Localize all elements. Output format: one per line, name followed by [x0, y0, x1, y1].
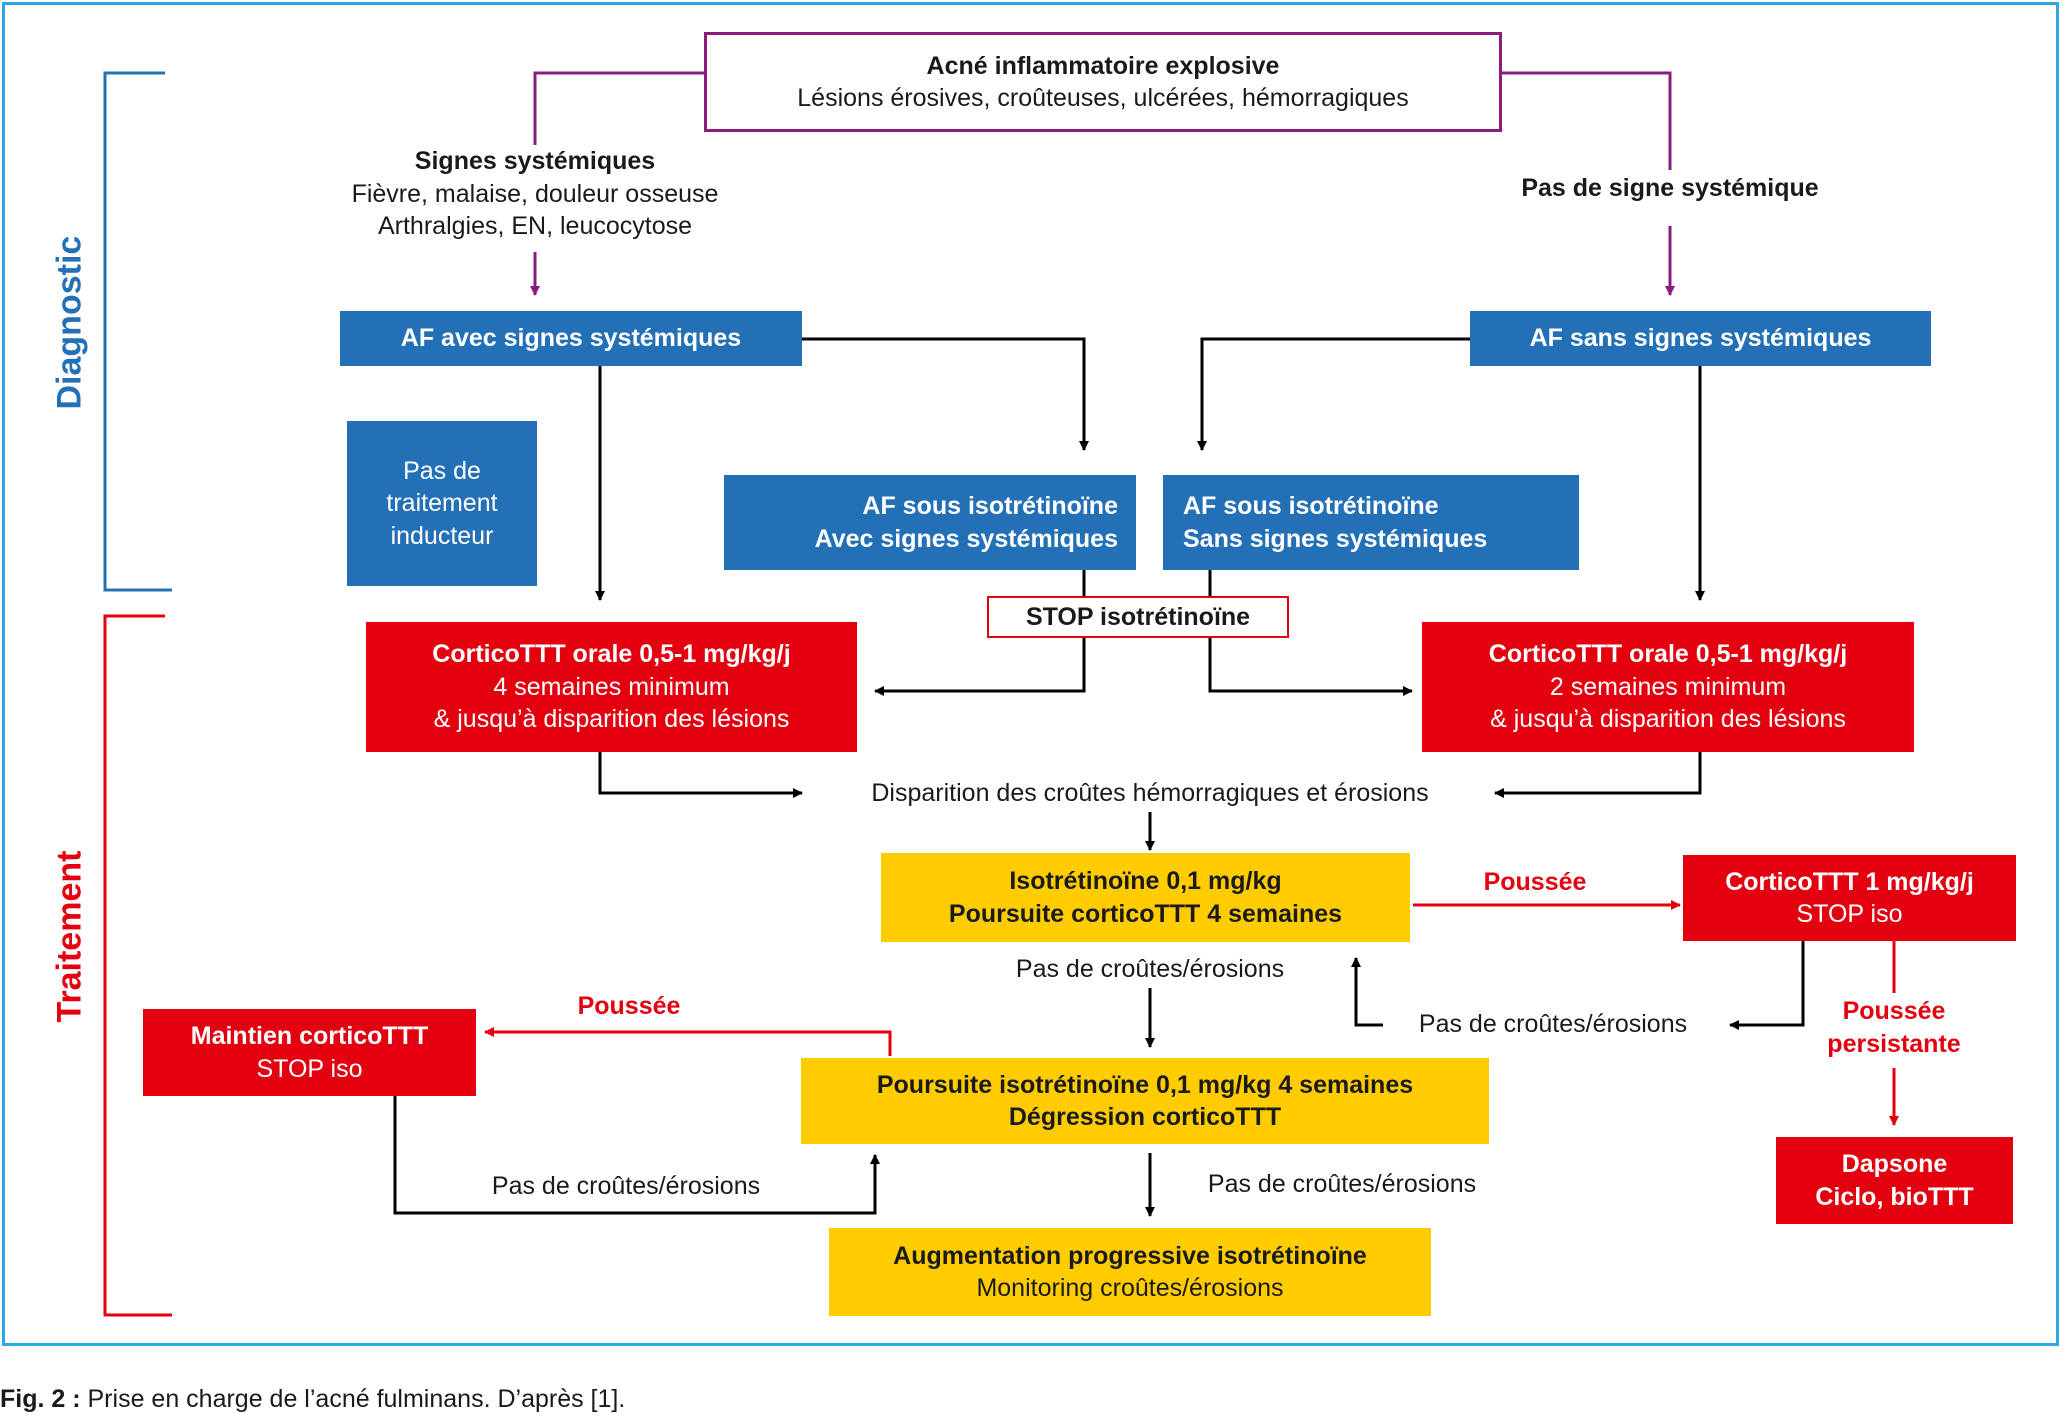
traitement-section-label: Traitement [50, 850, 89, 1023]
af-avec-signes-box: AF avec signes systémiques [340, 311, 802, 366]
top-box-subtitle: Lésions érosives, croûteuses, ulcérées, … [797, 84, 1409, 112]
poussee-persistante-line2: persistante [1827, 1029, 1961, 1058]
arrow-cortico-left-to-disparition [598, 752, 803, 798]
caption-text: Prise en charge de l’acné fulminans. D’a… [80, 1385, 626, 1413]
traitement-bracket [103, 614, 172, 1317]
af-iso-sans-line2: Sans signes systémiques [1183, 524, 1488, 553]
cortico-left-box: CorticoTTT orale 0,5-1 mg/kg/j 4 semaine… [366, 622, 857, 752]
maintien-cortico-box: Maintien corticoTTT STOP iso [143, 1009, 476, 1096]
arrow-maintien-to-poursuite [393, 1096, 880, 1215]
af-iso-sans-line1: AF sous isotrétinoïne [1183, 492, 1439, 520]
augmentation-box: Augmentation progressive isotrétinoïne M… [829, 1228, 1431, 1316]
cortico-right-box: CorticoTTT orale 0,5-1 mg/kg/j 2 semaine… [1422, 622, 1914, 752]
poursuite-line2: Dégression corticoTTT [1008, 1103, 1282, 1131]
af-sans-signes-label: AF sans signes systémiques [1529, 324, 1872, 353]
purple-line-left [533, 71, 704, 145]
stop-isotretinoine-box: STOP isotrétinoïne [987, 596, 1289, 638]
arrow-afsans-to-iso [1197, 337, 1470, 451]
dapsone-line2: Ciclo, bioTTT [1815, 1182, 1974, 1211]
cortico-right-line1: CorticoTTT orale 0,5-1 mg/kg/j [1488, 640, 1848, 669]
acne-inflammatoire-box: Acné inflammatoire explosive Lésions éro… [704, 32, 1502, 132]
af-iso-avec-line1: AF sous isotrétinoïne [862, 492, 1118, 520]
pas-croutes-label-3: Pas de croûtes/érosions [491, 1172, 761, 1200]
pas-croutes-label-4: Pas de croûtes/érosions [1207, 1170, 1477, 1198]
purple-line-right [1502, 71, 1672, 170]
af-sans-signes-box: AF sans signes systémiques [1470, 311, 1931, 366]
signes-systemiques-text: Signes systémiques Fièvre, malaise, doul… [310, 145, 760, 243]
isotretinoine-01-box: Isotrétinoïne 0,1 mg/kg Poursuite cortic… [881, 853, 1410, 942]
pas-signe-systemique-text: Pas de signe systémique [1521, 174, 1819, 202]
arrow-red-poursuite-to-maintien [484, 1027, 892, 1056]
diagnostic-section-label: Diagnostic [50, 235, 89, 410]
poussee-persistante-label: Poussée persistante [1824, 995, 1964, 1060]
cortico1-line2: STOP iso [1796, 900, 1903, 928]
stop-isotretinoine-label: STOP isotrétinoïne [1025, 602, 1251, 631]
signes-systemiques-title: Signes systémiques [414, 147, 656, 175]
iso01-line1: Isotrétinoïne 0,1 mg/kg [1009, 867, 1282, 895]
cortico-left-line2: 4 semaines minimum [493, 672, 730, 701]
figure-caption: Fig. 2 : Prise en charge de l’acné fulmi… [0, 1385, 625, 1414]
dapsone-line1: Dapsone [1841, 1150, 1948, 1178]
arrow-cortico-right-to-disparition [1494, 752, 1702, 798]
poursuite-isotretinoine-box: Poursuite isotrétinoïne 0,1 mg/kg 4 sema… [801, 1058, 1489, 1144]
arrow-cortico1-to-pas-croutes [1729, 941, 1805, 1030]
af-iso-avec-box: AF sous isotrétinoïne Avec signes systém… [724, 475, 1136, 570]
cortico1-line1: CorticoTTT 1 mg/kg/j [1725, 867, 1974, 896]
top-box-title: Acné inflammatoire explosive [926, 51, 1280, 80]
poussee-label-left: Poussée [577, 992, 681, 1020]
poursuite-line1: Poursuite isotrétinoïne 0,1 mg/kg 4 sema… [876, 1070, 1414, 1099]
poussee-persistante-line1: Poussée [1842, 997, 1946, 1025]
augmentation-line1: Augmentation progressive isotrétinoïne [893, 1241, 1367, 1270]
diagnostic-bracket [103, 71, 172, 592]
af-iso-avec-line2: Avec signes systémiques [814, 524, 1118, 553]
pas-traitement-line1: Pas de [403, 456, 481, 485]
cortico-left-line1: CorticoTTT orale 0,5-1 mg/kg/j [432, 640, 791, 669]
disparition-text: Disparition des croûtes hémorragiques et… [871, 779, 1429, 807]
dapsone-box: Dapsone Ciclo, bioTTT [1776, 1137, 2013, 1224]
pas-traitement-inducteur-box: Pas de traitement inducteur [347, 421, 537, 586]
af-iso-sans-box: AF sous isotrétinoïne Sans signes systém… [1163, 475, 1579, 570]
iso01-line2: Poursuite corticoTTT 4 semaines [948, 899, 1343, 928]
arrow-afavec-to-iso [802, 337, 1089, 451]
figure-frame [2, 2, 2059, 1346]
arrow-stop-to-cortico-left [874, 638, 1086, 696]
cortico-right-line2: 2 semaines minimum [1549, 672, 1787, 701]
signes-systemiques-line2: Fièvre, malaise, douleur osseuse [351, 179, 719, 208]
caption-fig-label: Fig. 2 : [0, 1385, 81, 1413]
arrow-pas-croutes-to-iso01 [1351, 957, 1383, 1027]
cortico-right-line3: & jusqu’à disparition des lésions [1490, 705, 1846, 734]
af-avec-signes-label: AF avec signes systémiques [400, 324, 742, 353]
augmentation-line2: Monitoring croûtes/érosions [976, 1274, 1284, 1302]
pas-croutes-label-1: Pas de croûtes/érosions [1015, 955, 1285, 983]
pas-croutes-label-2: Pas de croûtes/érosions [1418, 1010, 1688, 1038]
maintien-line2: STOP iso [256, 1054, 363, 1083]
signes-systemiques-line3: Arthralgies, EN, leucocytose [377, 212, 693, 240]
pas-traitement-line3: inducteur [390, 521, 494, 550]
poussee-label-right: Poussée [1483, 868, 1587, 896]
pas-traitement-line2: traitement [386, 489, 498, 518]
arrow-stop-to-cortico-right [1208, 638, 1413, 696]
cortico-left-line3: & jusqu’à disparition des lésions [433, 705, 790, 734]
maintien-line1: Maintien corticoTTT [190, 1022, 429, 1050]
cortico-1mg-box: CorticoTTT 1 mg/kg/j STOP iso [1683, 855, 2016, 941]
